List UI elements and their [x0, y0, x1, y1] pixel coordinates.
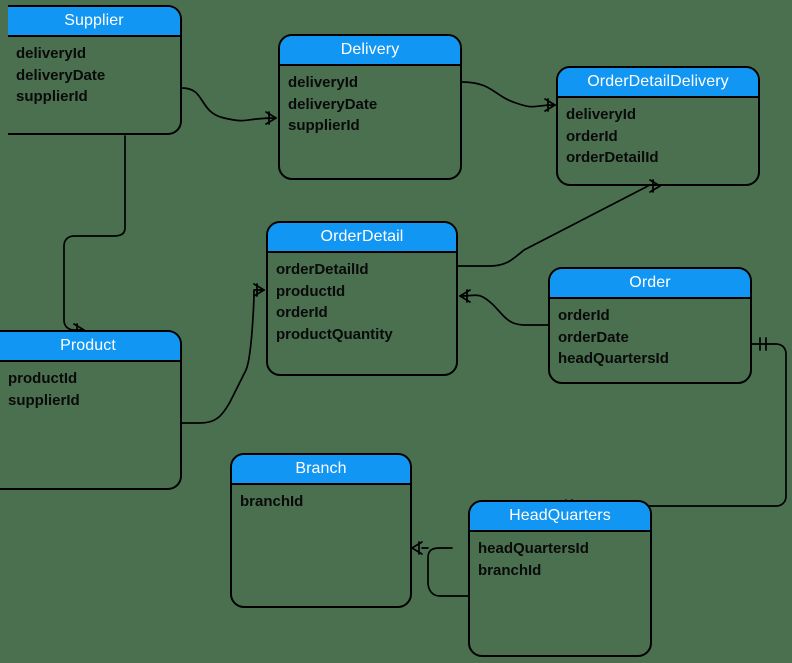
attribute-row: headQuartersId	[478, 540, 589, 557]
attribute-row: supplierId	[16, 88, 88, 105]
crowsfoot-branch-right	[411, 541, 429, 555]
entity-orderdetail-title: OrderDetail	[320, 228, 404, 245]
entity-orderdetail-attributes: orderDetailId productId orderId productQ…	[268, 253, 456, 345]
attribute-row: orderDetailId	[276, 261, 369, 278]
entity-product[interactable]: Product productId supplierId	[0, 330, 182, 490]
edge-order-orderdetail	[459, 294, 549, 326]
entity-delivery-attributes: deliveryId deliveryDate supplierId	[280, 66, 460, 137]
attribute-row: supplierId	[8, 391, 80, 409]
attribute-row: deliveryDate	[288, 95, 378, 113]
attribute-row: orderDate	[558, 328, 629, 346]
edge-supplier-product	[63, 135, 126, 331]
edge-delivery-orderdetaildelivery	[461, 81, 556, 108]
attribute-row: orderId	[276, 304, 328, 321]
entity-delivery-title: Delivery	[340, 41, 400, 58]
entity-product-header: Product	[0, 332, 180, 362]
attribute-row: deliveryId	[566, 106, 637, 123]
entity-orderdetail[interactable]: OrderDetail orderDetailId productId orde…	[266, 221, 458, 376]
entity-order-header: Order	[550, 269, 750, 299]
entity-supplier-attributes: deliveryId deliveryDate supplierId	[8, 37, 180, 108]
entity-supplier[interactable]: Supplier deliveryId deliveryDate supplie…	[8, 5, 182, 135]
entity-branch[interactable]: Branch branchId	[230, 453, 412, 608]
entity-headquarters[interactable]: HeadQuarters headQuartersId branchId	[468, 500, 652, 657]
entity-supplier-header: Supplier	[8, 7, 180, 37]
entity-order[interactable]: Order orderId orderDate headQuartersId	[548, 267, 752, 384]
entity-orderdetaildelivery-header: OrderDetailDelivery	[558, 68, 758, 98]
edge-supplier-delivery	[181, 87, 277, 122]
entity-branch-header: Branch	[232, 455, 410, 485]
attribute-row: orderDetailId	[566, 149, 659, 166]
entity-product-attributes: productId supplierId	[0, 362, 180, 411]
entity-order-title: Order	[629, 274, 671, 291]
crowsfoot-odd-left	[544, 98, 556, 112]
attribute-row: orderId	[566, 127, 618, 145]
entity-orderdetaildelivery-attributes: deliveryId orderId orderDetailId	[558, 98, 758, 169]
entity-orderdetaildelivery[interactable]: OrderDetailDelivery deliveryId orderId o…	[556, 66, 760, 186]
attribute-row: productQuantity	[276, 325, 393, 343]
crowsfoot-orderdetail-left	[253, 283, 265, 297]
entity-headquarters-title: HeadQuarters	[509, 507, 611, 524]
attribute-row: deliveryId	[288, 74, 359, 91]
entity-supplier-title: Supplier	[64, 12, 124, 29]
edge-orderdetail-orderdetaildelivery	[457, 185, 649, 267]
entity-delivery-header: Delivery	[280, 36, 460, 66]
attribute-row: deliveryId	[16, 45, 87, 62]
entity-headquarters-attributes: headQuartersId branchId	[470, 532, 650, 581]
attribute-row: branchId	[240, 493, 304, 510]
entity-delivery[interactable]: Delivery deliveryId deliveryDate supplie…	[278, 34, 462, 180]
attribute-row: orderId	[558, 307, 610, 324]
entity-orderdetaildelivery-title: OrderDetailDelivery	[587, 73, 729, 90]
entity-branch-title: Branch	[295, 460, 347, 477]
attribute-row: productId	[8, 370, 78, 387]
attribute-row: deliveryDate	[16, 66, 106, 84]
crowsfoot-delivery-left	[265, 111, 277, 125]
crowsfoot-orderdetail-right	[459, 289, 471, 303]
edge-product-orderdetail	[181, 289, 265, 424]
attribute-row: branchId	[478, 561, 542, 579]
attribute-row: headQuartersId	[558, 350, 669, 367]
attribute-row: supplierId	[288, 117, 360, 134]
entity-order-attributes: orderId orderDate headQuartersId	[550, 299, 750, 370]
entity-branch-attributes: branchId	[232, 485, 410, 513]
attribute-row: productId	[276, 282, 346, 300]
entity-headquarters-header: HeadQuarters	[470, 502, 650, 532]
entity-product-title: Product	[60, 337, 116, 354]
entity-orderdetail-header: OrderDetail	[268, 223, 456, 253]
one-marker-order-right	[759, 337, 767, 351]
edge-branch-headquarters	[427, 547, 469, 597]
